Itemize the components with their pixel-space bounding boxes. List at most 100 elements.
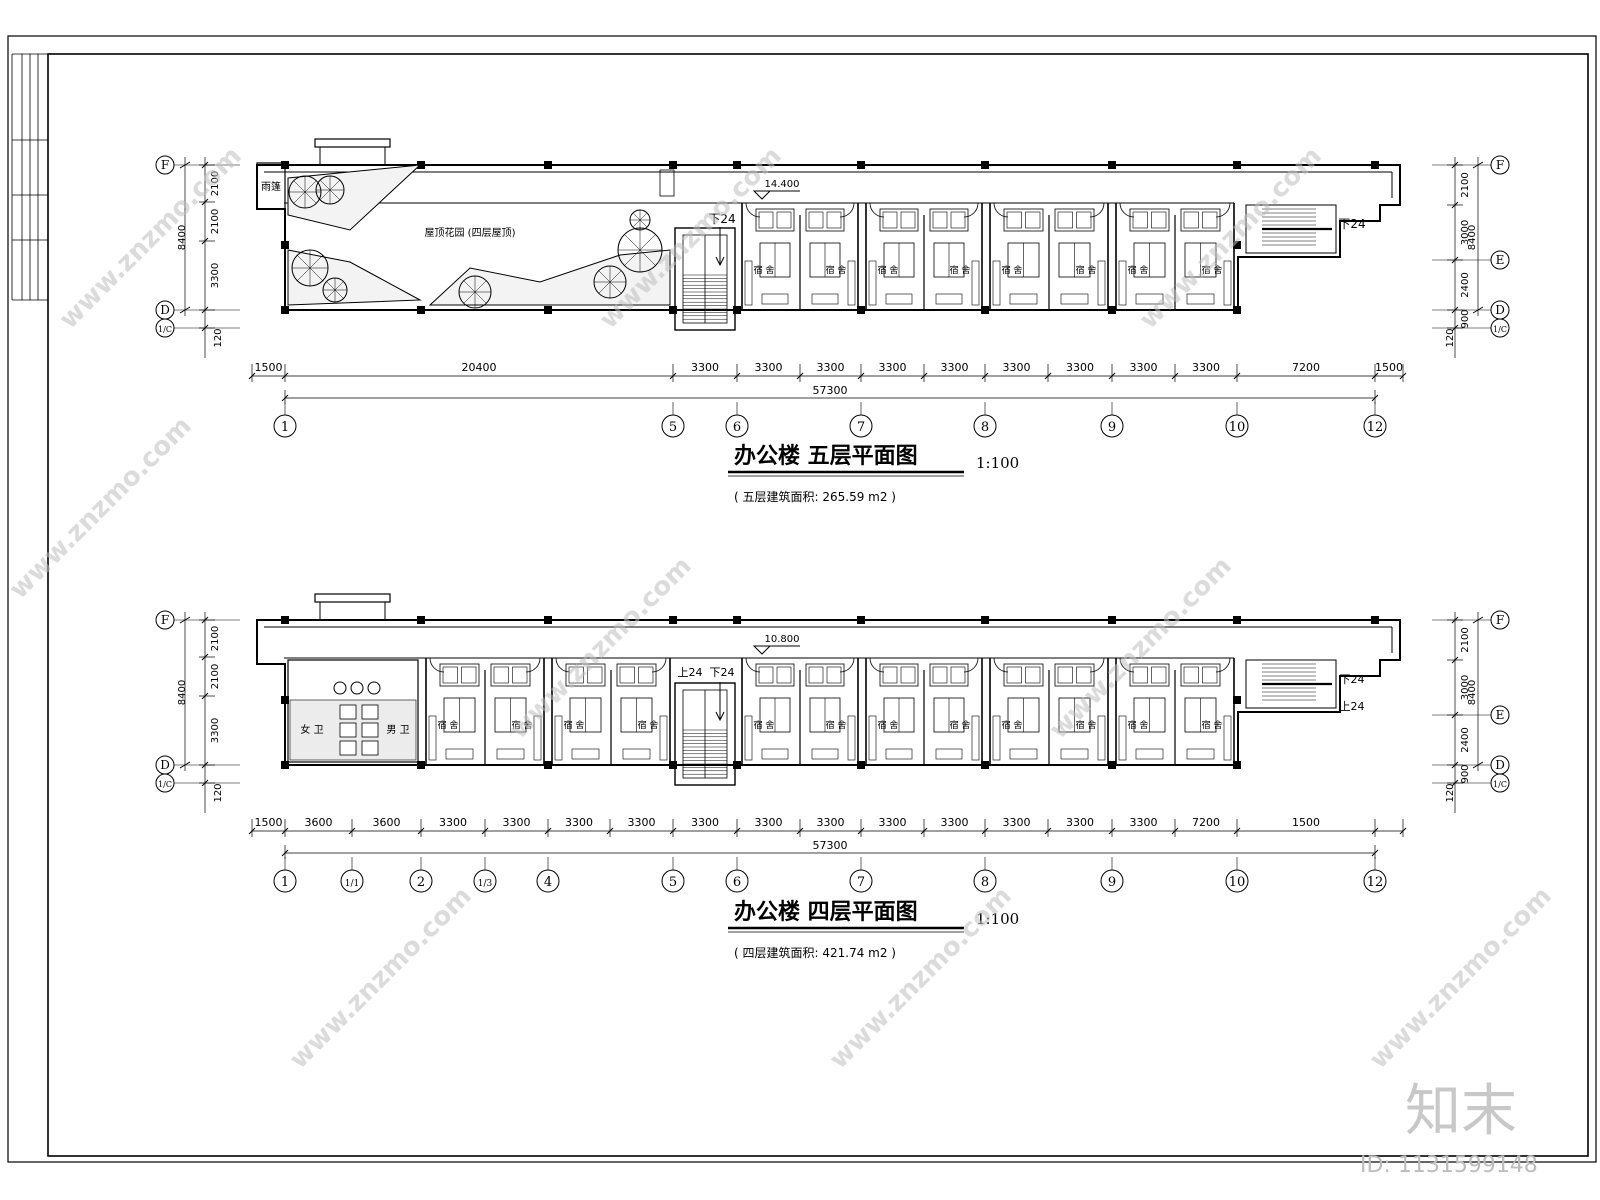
dimension-slash [733,827,741,835]
dimension-label: 3300 [1192,361,1220,374]
dimension-slash [179,161,191,169]
side-cabinet [428,715,437,761]
dimension-slash [179,616,191,624]
row-dim-label: 3300 [210,263,221,288]
stair-label: 下24 [710,666,735,679]
tree-branch [334,289,344,299]
dimension-slash [920,827,928,835]
dimension-label: 3300 [628,816,656,829]
bed [1132,666,1148,684]
sink-icon [367,681,381,695]
watermark-id: ID: 1131599148 [1360,1153,1538,1178]
fifth-floor-scale: 1:100 [976,454,1019,472]
bed [900,211,916,229]
tree-branch [624,234,641,251]
fourth-floor-title-block: 办公楼 四层平面图 1:100 ( 四层建筑面积: 421.74 m2 ) [728,900,1019,960]
grid-label: 12 [1367,875,1384,890]
door-swing [1215,657,1231,673]
tree-branch [474,291,487,304]
sheet-inner-border [47,53,1589,1157]
side-cabinet [868,260,877,306]
stair-well [674,682,736,786]
tree-branch [297,267,311,281]
grid-label: 1/1 [345,879,359,889]
garden-planter [287,164,422,231]
side-cabinet [659,715,668,761]
dimension-label: 7200 [1292,361,1320,374]
grid-bubble [273,869,297,893]
door-swing [1089,202,1105,218]
dimension-slash [1451,616,1459,624]
dimension-label: 3300 [691,361,719,374]
dimension-label: 3300 [1130,361,1158,374]
tree-branch [609,270,622,283]
grid-bubble [849,414,873,438]
tree-branch [326,281,336,291]
dimension-label: 3300 [817,816,845,829]
dimension-slash [796,372,804,380]
door-swing [963,657,979,673]
grid-label: 7 [857,420,865,435]
bed-frame [1180,208,1221,232]
door-swing [869,202,885,218]
stair-label: 上24 [678,666,703,679]
bed [758,666,774,684]
sheet-outer-border [7,35,1597,1163]
dimension-slash [1044,372,1052,380]
wardrobe [1060,748,1089,760]
dimension-slash [179,761,191,769]
column [544,306,552,314]
row-dim-label: 2400 [1460,272,1471,297]
column [281,241,289,249]
garden-planter [287,249,422,306]
dimension-slash [201,306,209,314]
dimension-slash [669,827,677,835]
bed [1151,211,1167,229]
dimension-label: 1500 [1375,361,1403,374]
dimension-slash [857,372,865,380]
column [1371,616,1379,624]
dimension-label: 3300 [1066,816,1094,829]
room-label: 宿 舍 [564,719,585,731]
grid-label: 10 [1229,420,1246,435]
dimension-slash [1451,711,1459,719]
grid-bubble [1225,414,1249,438]
row-dim-label: 120 [1445,783,1456,802]
dimension-slash [1451,306,1459,314]
dimension-label: 3300 [1066,361,1094,374]
door-swing [745,202,761,218]
side-cabinet [1097,260,1106,306]
bed-frame [1054,208,1095,232]
fifth-floor-area: ( 五层建筑面积: 265.59 m2 ) [734,489,896,504]
bed [638,666,654,684]
bed [1076,666,1092,684]
dimension-slash [201,653,209,661]
dimension-label: 3300 [439,816,467,829]
bed [776,666,792,684]
column [1108,616,1116,624]
tree-branch [624,249,641,266]
toilet-label: 男 卫 [386,724,409,736]
column [733,761,741,769]
dimension-slash [1451,656,1459,664]
door-swing [1089,657,1105,673]
row-label: 1/C [1493,780,1507,789]
tree-branch [293,180,306,193]
dimension-slash [481,827,489,835]
row-dim-label: 900 [1460,764,1471,783]
column [1233,241,1241,249]
wardrobe [1186,748,1215,760]
column [857,616,865,624]
stair-well-right [1245,659,1337,709]
side-cabinet [992,715,1001,761]
bed-frame [755,208,795,232]
total-dimension-label: 57300 [813,384,848,397]
row-label: F [161,158,169,172]
toilet-stall [339,704,357,720]
column [669,306,677,314]
grid-bubble [973,414,997,438]
dimension-label: 3600 [305,816,333,829]
grid-bubble [1100,414,1124,438]
column [981,161,989,169]
bed [1202,211,1218,229]
